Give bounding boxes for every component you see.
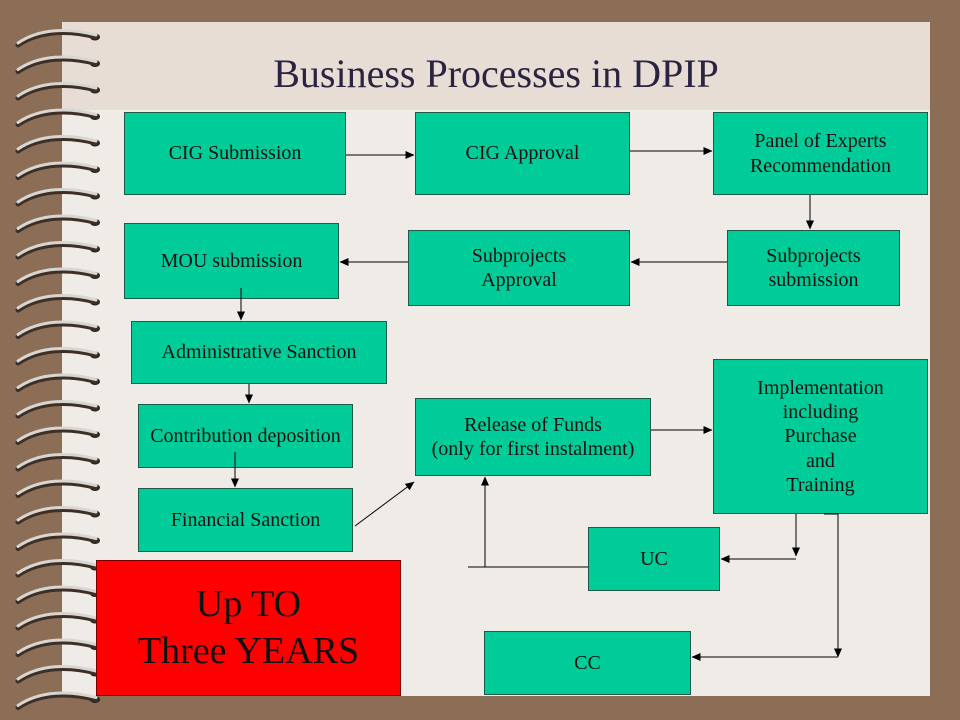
spiral-ring <box>15 187 100 207</box>
spiral-ring <box>15 81 100 101</box>
spiral-ring <box>15 373 100 392</box>
release-of-funds-box: Release of Funds (only for first instalm… <box>415 398 651 476</box>
spiral-ring <box>15 479 100 498</box>
panel-of-experts-box: Panel of Experts Recommendation <box>713 112 928 195</box>
spiral-ring <box>15 267 100 286</box>
arrow-implementation-to-cc <box>824 513 842 658</box>
spiral-ring <box>15 214 100 233</box>
implementation-box: Implementation including Purchase and Tr… <box>713 359 928 514</box>
spiral-binding <box>15 28 100 710</box>
spiral-ring <box>15 505 100 525</box>
financial-sanction-box: Financial Sanction <box>138 488 353 552</box>
duration-note-box: Up TO Three YEARS <box>96 560 401 696</box>
spiral-ring <box>15 532 100 551</box>
spiral-ring <box>15 346 100 366</box>
cig-approval-box: CIG Approval <box>415 112 630 195</box>
spiral-ring <box>15 55 100 74</box>
spiral-ring <box>15 320 100 339</box>
spiral-ring <box>15 28 100 48</box>
cc-box: CC <box>484 631 691 695</box>
subprojects-submission-box: Subprojects submission <box>727 230 900 306</box>
spiral-ring <box>15 426 100 445</box>
administrative-sanction-box: Administrative Sanction <box>131 321 387 384</box>
spiral-ring <box>15 293 100 313</box>
uc-box: UC <box>588 527 720 591</box>
spiral-ring <box>15 134 100 154</box>
spiral-ring <box>15 691 100 710</box>
contribution-deposition-box: Contribution deposition <box>138 404 353 468</box>
spiral-ring <box>15 399 100 419</box>
spiral-ring <box>15 161 100 180</box>
arrow-financial-to-release <box>354 481 415 527</box>
spiral-ring <box>15 108 100 127</box>
slide-title: Business Processes in DPIP <box>273 51 719 96</box>
subprojects-approval-box: Subprojects Approval <box>408 230 630 306</box>
spiral-ring <box>15 452 100 472</box>
mou-submission-box: MOU submission <box>124 223 339 299</box>
title-band <box>62 22 930 110</box>
spiral-ring <box>15 240 100 260</box>
cig-submission-box: CIG Submission <box>124 112 346 195</box>
arrow-uc-to-release <box>481 476 588 568</box>
